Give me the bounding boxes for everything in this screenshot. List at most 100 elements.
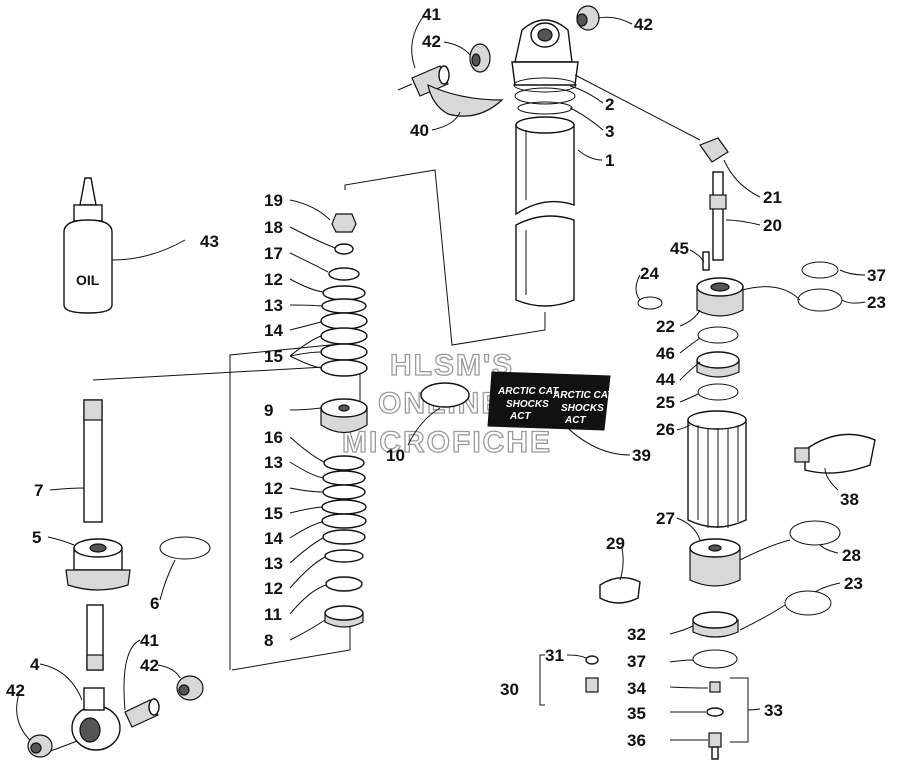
bracket-33 <box>730 677 749 743</box>
callout-20: 20 <box>763 216 782 235</box>
callout-12-a: 12 <box>264 270 283 289</box>
nut-19 <box>331 213 357 233</box>
callout-46: 46 <box>656 344 675 363</box>
callout-5: 5 <box>32 528 41 547</box>
callout-45: 45 <box>670 239 689 258</box>
seal-35 <box>706 707 724 717</box>
callout-30: 30 <box>500 680 519 699</box>
washer-17 <box>328 267 360 281</box>
decal-logo-b: ACT <box>564 415 586 426</box>
callout-28: 28 <box>842 546 861 565</box>
callout-6: 6 <box>150 594 159 613</box>
valve-core-34 <box>709 681 721 693</box>
clip-29 <box>599 577 641 604</box>
end-cap-32 <box>692 611 739 638</box>
leader-lines <box>16 13 866 741</box>
callout-23-bottom: 23 <box>844 574 863 593</box>
valve-stack <box>320 213 470 628</box>
decal-line-1: ARCTIC CAT <box>497 386 559 397</box>
bushing-41-bottom <box>124 698 160 728</box>
shim-13-a <box>321 298 367 314</box>
shim-15-a2 <box>320 343 368 361</box>
callout-32: 32 <box>627 625 646 644</box>
ring-23-bottom <box>784 590 832 616</box>
callout-3: 3 <box>605 122 614 141</box>
shock-eyelet-cap <box>511 19 579 93</box>
screw-36 <box>708 732 722 748</box>
bottom-cap-27 <box>689 538 741 587</box>
callout-42-top-right: 42 <box>634 15 653 34</box>
callout-7: 7 <box>34 481 43 500</box>
callout-13-a: 13 <box>264 296 283 315</box>
callout-38: 38 <box>840 490 859 509</box>
watermark-line-1: HLSM'S <box>390 349 514 382</box>
valve-20 <box>709 171 727 261</box>
callout-1: 1 <box>605 151 614 170</box>
callout-27: 27 <box>656 509 675 528</box>
valve-parts-33 <box>706 681 724 760</box>
callout-33: 33 <box>764 701 783 720</box>
callout-16: 16 <box>264 428 283 447</box>
shim-12-c <box>324 549 364 563</box>
shim-15-b <box>321 499 367 515</box>
bottle-label: OIL <box>76 272 100 288</box>
shim-14-a <box>320 312 368 330</box>
reservoir-cap-22 <box>696 277 744 317</box>
shock-body-1 <box>515 116 575 307</box>
o-ring-24 <box>637 296 663 310</box>
shim-14-b <box>321 513 367 529</box>
callout-37-top: 37 <box>867 266 886 285</box>
schrader-cap-21 <box>699 137 729 163</box>
callout-13-b: 13 <box>264 453 283 472</box>
callout-41-bottom: 41 <box>140 631 159 650</box>
shaft-7 <box>83 399 103 523</box>
o-ring-3 <box>517 101 573 115</box>
shim-13-b <box>322 470 366 486</box>
callout-34: 34 <box>627 679 646 698</box>
ring-10 <box>420 382 470 408</box>
guard-washer-40 <box>427 83 504 117</box>
callout-39: 39 <box>632 446 651 465</box>
callout-41-top: 41 <box>422 5 441 24</box>
callout-24: 24 <box>640 264 659 283</box>
callout-42-bottom-left: 42 <box>6 681 25 700</box>
o-ring-37-top <box>801 261 839 279</box>
callout-8: 8 <box>264 631 273 650</box>
o-ring-31 <box>585 655 599 665</box>
parts-30 <box>585 655 599 693</box>
o-ring-6 <box>159 536 211 560</box>
callout-43: 43 <box>200 232 219 251</box>
decal-line-1b: ARCTIC CAT <box>552 390 614 401</box>
callout-14-b: 14 <box>264 529 283 548</box>
shim-15-a3 <box>320 359 368 377</box>
callout-2: 2 <box>605 95 614 114</box>
callout-36: 36 <box>627 731 646 750</box>
callout-25: 25 <box>656 393 675 412</box>
spacer-42-top-right <box>576 5 600 31</box>
eyelet-4 <box>71 687 121 751</box>
washer-18 <box>334 243 354 255</box>
callout-11: 11 <box>264 605 282 624</box>
ring-23-top <box>797 288 843 312</box>
callout-19: 19 <box>264 191 283 210</box>
callout-40: 40 <box>410 121 429 140</box>
callout-35: 35 <box>627 704 646 723</box>
hose-clamp-38 <box>794 433 876 474</box>
o-ring-46 <box>697 326 739 344</box>
o-ring-2 <box>514 87 576 105</box>
lower-shaft <box>86 604 104 671</box>
callout-9: 9 <box>264 401 273 420</box>
shim-15-a1 <box>320 327 368 345</box>
callout-15-b: 15 <box>264 504 283 523</box>
callout-44: 44 <box>656 370 675 389</box>
shim-13-c <box>322 529 366 545</box>
callout-37-bottom: 37 <box>627 652 646 671</box>
callout-labels: 41 42 42 40 2 3 1 21 20 45 24 37 23 22 4… <box>6 5 886 750</box>
watermark-line-3: MICROFICHE <box>342 426 552 459</box>
callout-31: 31 <box>545 646 564 665</box>
shim-12-a <box>322 285 366 301</box>
shim-16 <box>323 455 365 471</box>
callout-15-a: 15 <box>264 347 283 366</box>
ring-28 <box>789 520 841 546</box>
